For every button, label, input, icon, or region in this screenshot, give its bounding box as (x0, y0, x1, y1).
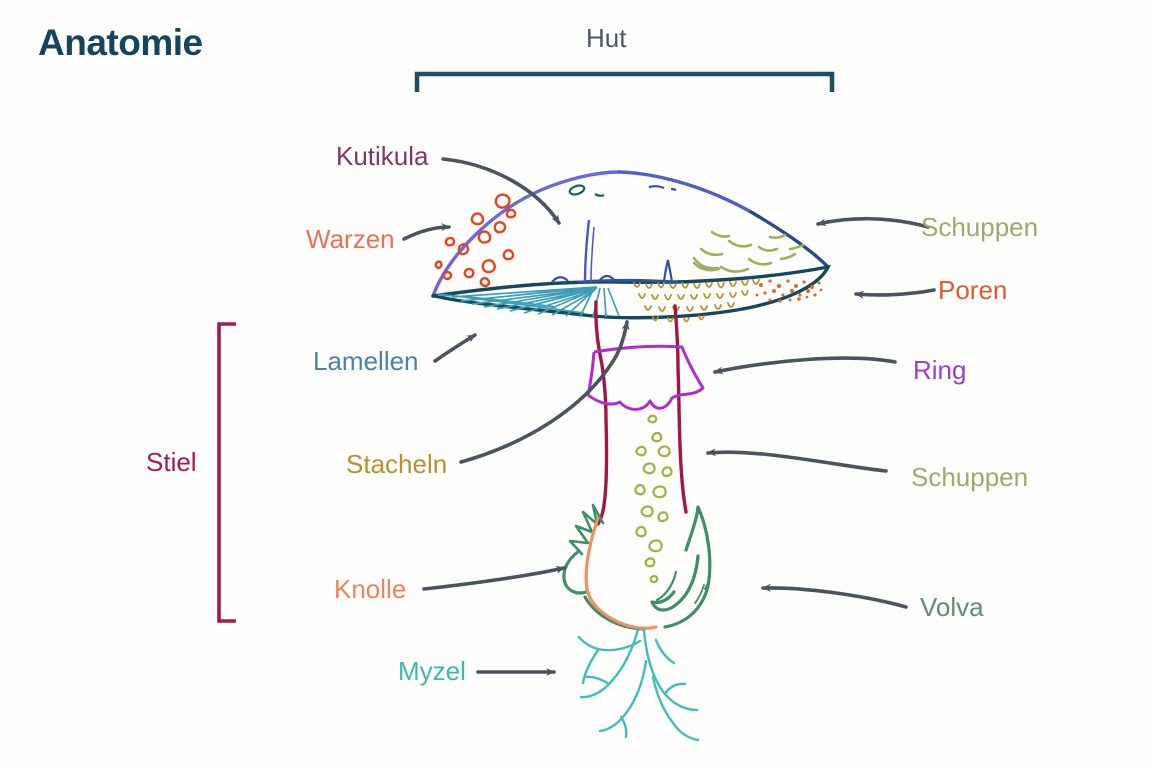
page-title: Anatomie (38, 22, 203, 63)
cap-scales (692, 230, 805, 273)
annotation-arrows (402, 157, 936, 676)
cuticle-line (583, 219, 595, 284)
label-myzel: Myzel (398, 656, 466, 686)
arrow-lamellen (433, 333, 477, 363)
cap-underside-outline (431, 264, 831, 320)
stem (594, 300, 688, 526)
warts (434, 193, 517, 288)
hut-bracket (414, 71, 835, 92)
mycelium-roots (577, 627, 700, 742)
cap-outline-right (617, 170, 753, 214)
ring-annulus (586, 344, 705, 411)
label-kutikula: Kutikula (336, 141, 429, 171)
label-stacheln: Stacheln (346, 449, 448, 479)
label-warzen: Warzen (306, 224, 395, 254)
cap-top-marks (568, 184, 605, 197)
label-stiel: Stiel (146, 447, 197, 477)
arrow-warzen (402, 223, 451, 241)
cap-outline (431, 170, 829, 298)
arrow-knolle (422, 565, 566, 591)
gill-attachment-line (551, 185, 679, 284)
arrow-volva (761, 583, 908, 609)
stem-scales (634, 414, 673, 584)
label-hut: Hut (586, 23, 627, 53)
label-volva: Volva (920, 592, 984, 622)
cap-outline-right-edge (749, 210, 829, 268)
label-knolle: Knolle (334, 574, 407, 604)
pores (755, 279, 823, 303)
label-poren: Poren (938, 275, 1008, 305)
arrow-schuppen-stem (706, 448, 888, 473)
label-schuppen-cap: Schuppen (921, 212, 1039, 242)
gills (437, 286, 620, 318)
label-lamellen: Lamellen (313, 346, 419, 376)
arrow-kutikula (441, 157, 561, 225)
arrow-poren (854, 288, 936, 299)
arrow-stacheln (459, 320, 630, 464)
bulb-outline (584, 516, 658, 630)
label-ring: Ring (913, 355, 967, 385)
cap-outline-left (431, 170, 621, 298)
spines (633, 279, 760, 323)
stiel-bracket (217, 322, 236, 623)
arrow-schuppen-cap (816, 216, 930, 229)
label-schuppen-stem: Schuppen (911, 462, 1029, 492)
arrow-ring (713, 356, 897, 375)
